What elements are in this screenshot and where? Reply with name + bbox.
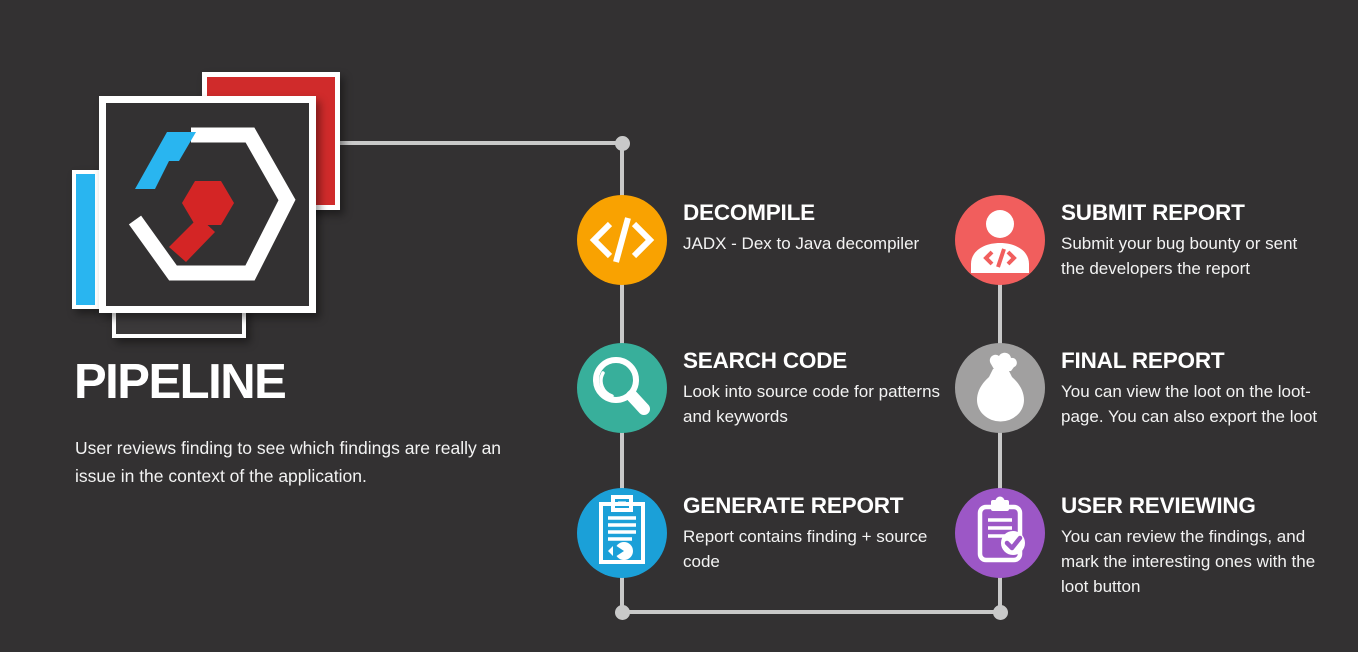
- step-description: JADX - Dex to Java decompiler: [683, 234, 920, 253]
- step-submit-report: SUBMIT REPORT Submit your bug bounty or …: [955, 195, 1319, 285]
- step-circle-generate-report: [577, 488, 667, 578]
- magnifier-icon: [593, 357, 650, 415]
- page-description: User reviews finding to see which findin…: [75, 438, 502, 486]
- code-icon: [589, 217, 655, 263]
- connector-logo-to-left-column: [340, 141, 624, 145]
- step-title: FINAL REPORT: [1061, 348, 1225, 373]
- step-title: SUBMIT REPORT: [1061, 200, 1245, 225]
- step-description: You can view the loot on the loot-page. …: [1061, 382, 1318, 426]
- page-title: PIPELINE: [74, 355, 287, 409]
- step-description: Submit your bug bounty or sent the devel…: [1061, 234, 1298, 278]
- step-title: DECOMPILE: [683, 200, 815, 225]
- clipboard-report-icon: [599, 495, 645, 564]
- clipboard-check-icon: [977, 496, 1025, 563]
- hexagon-code-logo-icon: [128, 127, 296, 281]
- step-title: USER REVIEWING: [1061, 493, 1256, 518]
- step-title: SEARCH CODE: [683, 348, 848, 373]
- step-generate-report: GENERATE REPORT Report contains finding …: [577, 488, 941, 578]
- step-circle-submit-report: [955, 195, 1045, 285]
- logo-cyan-bar: [72, 170, 99, 309]
- step-description: Report contains finding + source code: [683, 527, 928, 571]
- connector-right-column-vertical: [998, 278, 1002, 614]
- person-code-icon: [971, 210, 1029, 273]
- connector-junction-dot: [615, 605, 630, 620]
- step-description: Look into source code for patterns and k…: [683, 382, 941, 426]
- step-circle-final-report: [955, 343, 1045, 433]
- loot-bag-icon: [977, 352, 1024, 422]
- step-circle-search-code: [577, 343, 667, 433]
- step-search-code: SEARCH CODE Look into source code for pa…: [577, 343, 941, 433]
- step-description: You can review the findings, and mark th…: [1061, 527, 1316, 596]
- connector-bottom-horizontal: [620, 610, 1002, 614]
- step-title: GENERATE REPORT: [683, 493, 904, 518]
- connector-junction-dot: [993, 605, 1008, 620]
- logo-main-square: [99, 96, 316, 313]
- step-user-reviewing: USER REVIEWING You can review the findin…: [955, 488, 1319, 599]
- step-final-report: FINAL REPORT You can view the loot on th…: [955, 343, 1319, 433]
- step-circle-user-reviewing: [955, 488, 1045, 578]
- step-circle-decompile: [577, 195, 667, 285]
- step-decompile: DECOMPILE JADX - Dex to Java decompiler: [577, 195, 919, 285]
- connector-junction-dot: [615, 136, 630, 151]
